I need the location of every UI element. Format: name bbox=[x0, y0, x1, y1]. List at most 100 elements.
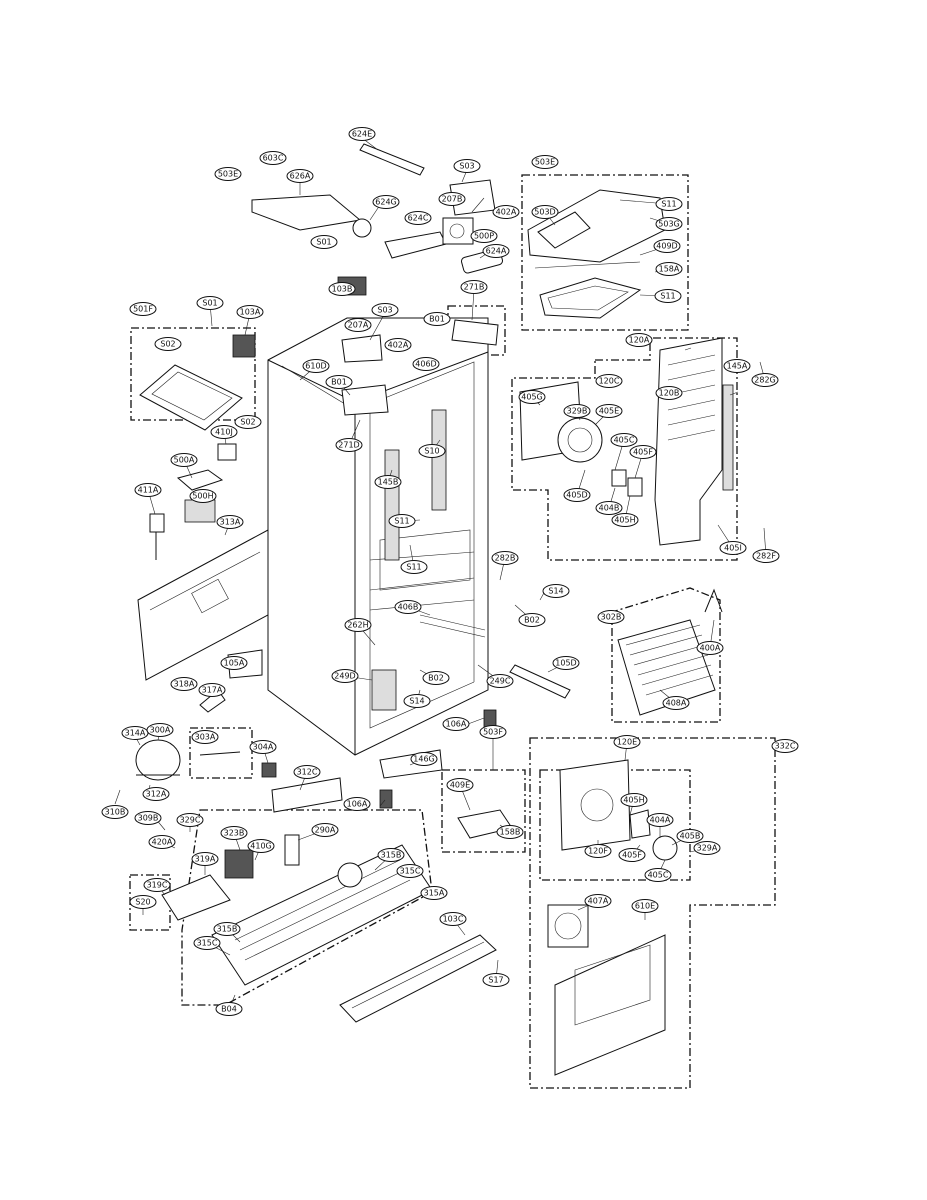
callout-oval bbox=[310, 235, 338, 249]
callout-oval bbox=[344, 618, 372, 632]
callout-text: 158A bbox=[659, 265, 680, 274]
callout-oval bbox=[374, 475, 402, 489]
callout-oval bbox=[479, 725, 507, 739]
part-callout-317a: 317A bbox=[198, 683, 226, 697]
callout-text: 207A bbox=[348, 321, 369, 330]
part-callout-315c: 315C bbox=[396, 864, 424, 878]
part-callout-319c: 319C bbox=[143, 878, 171, 892]
callout-oval bbox=[629, 445, 657, 459]
callout-oval bbox=[410, 752, 438, 766]
callout-text: 405F bbox=[622, 851, 642, 860]
part-callout-312a: 312A bbox=[142, 787, 170, 801]
callout-oval bbox=[377, 848, 405, 862]
part-callout-405f: 405F bbox=[618, 848, 646, 862]
callout-text: 290A bbox=[315, 826, 336, 835]
callout-oval bbox=[198, 683, 226, 697]
callout-text: 317A bbox=[202, 686, 223, 695]
part-callout-503f: 503F bbox=[479, 725, 507, 739]
callout-text: 120F bbox=[588, 847, 608, 856]
callout-text: 409D bbox=[656, 242, 677, 251]
part-callout-303a: 303A bbox=[191, 730, 219, 744]
callout-oval bbox=[470, 229, 498, 243]
callout-text: 302B bbox=[601, 613, 622, 622]
callout-text: 323B bbox=[224, 829, 245, 838]
callout-text: 408A bbox=[666, 699, 687, 708]
callout-oval bbox=[148, 835, 176, 849]
part-callout-b01: B01 bbox=[423, 312, 451, 326]
part-callout-405c: 405C bbox=[644, 868, 672, 882]
part-callout-s01: S01 bbox=[196, 296, 224, 310]
callout-text: 103B bbox=[332, 285, 353, 294]
callout-oval bbox=[719, 541, 747, 555]
part-callout-405c: 405C bbox=[610, 433, 638, 447]
part-callout-106a: 106A bbox=[442, 717, 470, 731]
part-callout-s20: S20 bbox=[129, 895, 157, 909]
callout-oval bbox=[542, 584, 570, 598]
callout-text: 315C bbox=[400, 867, 421, 876]
part-callout-603c: 603C bbox=[259, 151, 287, 165]
part-callout-313a: 313A bbox=[216, 515, 244, 529]
callout-oval bbox=[400, 560, 428, 574]
callout-oval bbox=[613, 735, 641, 749]
part-callout-262h: 262H bbox=[344, 618, 372, 632]
part-callout-500p: 500P bbox=[470, 229, 498, 243]
callout-text: 411A bbox=[138, 486, 159, 495]
part-callout-309b: 309B bbox=[134, 811, 162, 825]
callout-text: 503E bbox=[218, 170, 238, 179]
part-callout-s11: S11 bbox=[400, 560, 428, 574]
callout-text: S11 bbox=[660, 292, 675, 301]
part-callout-s14: S14 bbox=[403, 694, 431, 708]
callout-oval bbox=[176, 813, 204, 827]
callout-text: 405H bbox=[614, 516, 635, 525]
callout-text: 106A bbox=[347, 800, 368, 809]
callout-text: 406D bbox=[415, 360, 436, 369]
callout-oval bbox=[418, 444, 446, 458]
part-callout-300a: 300A bbox=[146, 723, 174, 737]
callout-oval bbox=[438, 192, 466, 206]
callout-oval bbox=[771, 739, 799, 753]
callout-oval bbox=[146, 723, 174, 737]
callout-oval bbox=[610, 433, 638, 447]
callout-text: 405F bbox=[633, 448, 653, 457]
part-callout-282g: 282G bbox=[751, 373, 779, 387]
group-outlines bbox=[129, 174, 776, 1089]
callout-text: 405G bbox=[521, 393, 542, 402]
part-callout-624g: 624G bbox=[372, 195, 400, 209]
part-callout-s02: S02 bbox=[234, 415, 262, 429]
part-callout-329b: 329B bbox=[563, 404, 591, 418]
callout-oval bbox=[563, 404, 591, 418]
callout-oval bbox=[496, 825, 524, 839]
callout-oval bbox=[412, 357, 440, 371]
part-callout-624c: 624C bbox=[404, 211, 432, 225]
callout-text: 158B bbox=[500, 828, 521, 837]
callout-text: 249D bbox=[334, 672, 355, 681]
callout-text: S01 bbox=[316, 238, 331, 247]
part-callout-406d: 406D bbox=[412, 357, 440, 371]
callout-text: B01 bbox=[331, 378, 347, 387]
callout-oval bbox=[552, 656, 580, 670]
part-callout-402a: 402A bbox=[384, 338, 412, 352]
callout-text: 120A bbox=[629, 336, 650, 345]
part-callout-145a: 145A bbox=[723, 359, 751, 373]
callout-oval bbox=[189, 489, 217, 503]
callout-text: 407A bbox=[588, 897, 609, 906]
callout-text: 503F bbox=[483, 728, 503, 737]
callout-text: 314A bbox=[125, 729, 146, 738]
callout-text: 315A bbox=[424, 889, 445, 898]
callout-oval bbox=[234, 415, 262, 429]
callout-oval bbox=[236, 305, 264, 319]
callout-oval bbox=[388, 514, 416, 528]
part-callout-s01: S01 bbox=[310, 235, 338, 249]
callout-oval bbox=[371, 303, 399, 317]
part-callout-158a: 158A bbox=[655, 262, 683, 276]
callout-text: 500H bbox=[192, 492, 213, 501]
part-callout-105d: 105D bbox=[552, 656, 580, 670]
part-callout-302b: 302B bbox=[597, 610, 625, 624]
callout-oval bbox=[439, 912, 467, 926]
callout-text: S17 bbox=[488, 976, 503, 985]
callout-text: 146G bbox=[413, 755, 434, 764]
callout-text: 315C bbox=[197, 939, 218, 948]
part-callout-410j: 410J bbox=[210, 425, 238, 439]
part-callout-103a: 103A bbox=[236, 305, 264, 319]
